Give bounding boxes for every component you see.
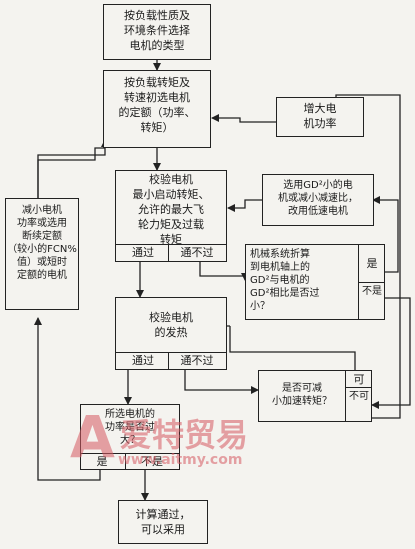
fail1-label: 通不过 (180, 246, 214, 259)
gd-question-mid (358, 282, 385, 283)
accel-question-split (345, 370, 346, 422)
check-start-divider (115, 244, 227, 262)
check-heat-text: 校验电机 的发热 (149, 311, 193, 339)
check-heat-divider (115, 352, 227, 370)
arrow-selectgd-to-check (227, 199, 262, 212)
power-question-box (80, 404, 180, 470)
initial-select-box (103, 70, 211, 148)
power-yes-label: 是 (96, 455, 108, 468)
accel-question-mid (345, 387, 372, 388)
arrow-fail1-to-gd (199, 262, 249, 281)
increase-power-box (276, 97, 364, 137)
power-question-split (125, 453, 126, 470)
arrow-fail2-to-accel (184, 370, 259, 394)
watermark-url: www.aitmy.com (118, 452, 243, 468)
power-question-divider (80, 453, 180, 470)
accel-can-label: 可 (353, 373, 365, 386)
increase-power-text: 增大电 机功率 (303, 102, 337, 130)
power-question-text: 所选电机的 功率是否过 大？ (105, 409, 155, 446)
gd-yes-label: 是 (366, 257, 378, 270)
check-start-box (115, 170, 227, 262)
check-start-text: 校验电机 最小启动转矩、 允许的最大飞 轮力矩及过载 转矩 (132, 173, 210, 246)
check-start-split (168, 244, 169, 262)
pass2-label: 通过 (132, 354, 154, 367)
power-no-label: 不是 (141, 455, 163, 468)
fail2-label: 通不过 (180, 354, 214, 367)
arrow-power-to-initial (211, 114, 276, 123)
arrow-yes2-to-reduce (34, 317, 101, 481)
arrow-can-to-check (229, 326, 356, 378)
accel-question-box (258, 370, 372, 422)
gd-question-text: 机械系统折算 到电机轴上的 GD²与电机的 GD²相比是否过 小？ (250, 249, 320, 312)
watermark-brand: 爱特贸易 (120, 416, 249, 454)
gd-no-label: 不是 (362, 286, 382, 297)
arrow-yes-to-selectgd (375, 199, 399, 273)
reduce-power-text: 减小电机 功率或选用 断续定额 （较小的FCN% 值）或短时 定额的电机 (7, 205, 77, 281)
accel-question-text: 是否可减 小加速转矩？ (272, 383, 332, 407)
accel-cannot-label: 不可 (349, 391, 369, 402)
check-heat-split (168, 352, 169, 370)
select-gd-box (262, 174, 374, 226)
end-box (118, 500, 208, 544)
watermark-logo: A (70, 403, 115, 471)
start-box (103, 4, 211, 60)
initial-select-text: 按负载转矩及 转速初选电机 的定额（功率、 转矩） (118, 76, 196, 134)
arrow-no-to-accel (371, 297, 411, 409)
reduce-power-box (5, 198, 79, 310)
pass1-label: 通过 (132, 246, 154, 259)
select-gd-text: 选用GD²小的电 机或减小减速比， 改用低速电机 (278, 180, 358, 217)
end-text: 计算通过， 可以采用 (135, 508, 191, 536)
check-heat-box (115, 297, 227, 370)
start-text: 按负载性质及 环境条件选择 电机的类型 (124, 9, 190, 52)
